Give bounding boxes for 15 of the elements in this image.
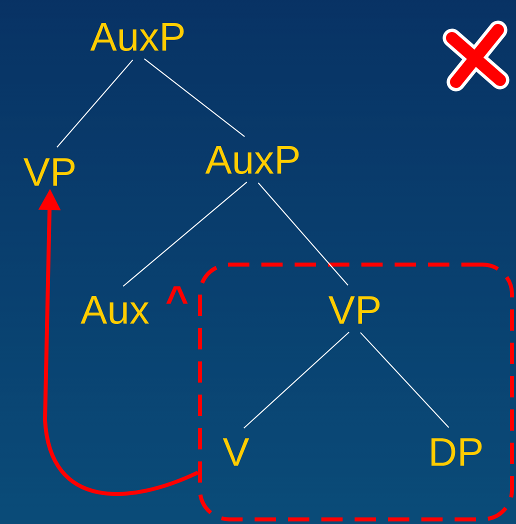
tree-label: VP (328, 296, 380, 324)
tree-branch (122, 182, 248, 287)
tree-label: DP (432, 438, 482, 466)
tree-label: VP (23, 158, 75, 186)
tree-branch (244, 332, 350, 429)
tree-label: Aux (80, 296, 150, 324)
tree-label: AuxP (205, 146, 299, 174)
tree-branch (258, 182, 348, 286)
tree-branch (360, 332, 450, 428)
caret: ^ (166, 286, 188, 304)
tree-branch (144, 58, 245, 137)
tree-label: AuxP (90, 23, 184, 51)
dashed-box (198, 262, 514, 522)
tree-label: V (222, 438, 250, 466)
tree-branch (56, 60, 134, 148)
